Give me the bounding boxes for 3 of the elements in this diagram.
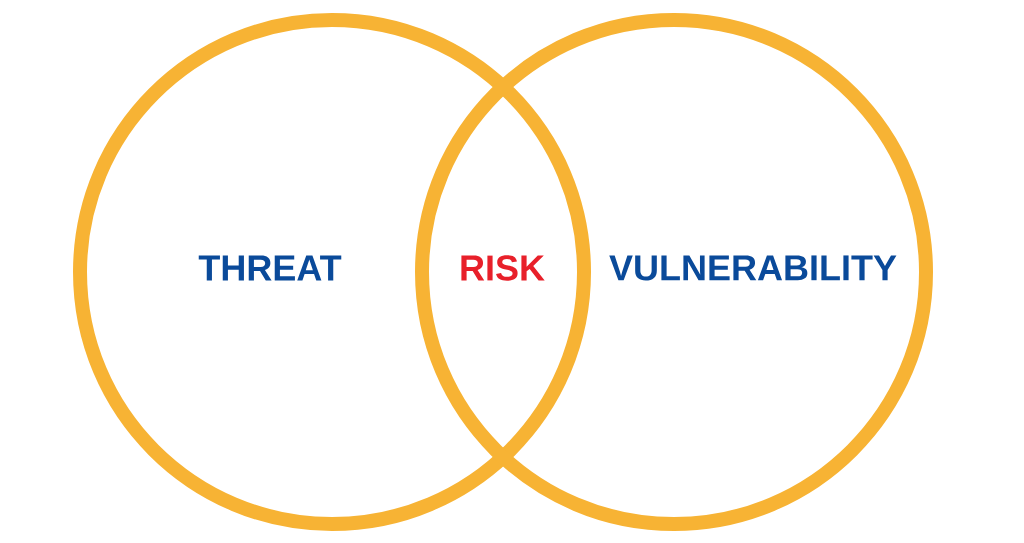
circle-label: VULNERABILITY: [609, 255, 897, 281]
overlap-label: RISK: [461, 255, 545, 281]
circle-label: THREAT: [198, 255, 342, 281]
